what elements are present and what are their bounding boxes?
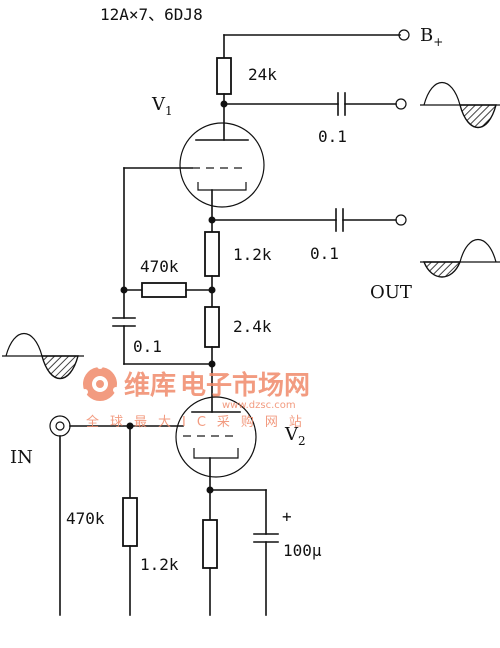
watermark-brand-tail: 电子市场网: [180, 370, 310, 401]
tube-v2: [175, 396, 257, 478]
supply-rail: [223, 34, 401, 59]
cap-k2-label: 100μ: [283, 541, 322, 560]
supply-label: B+: [420, 25, 443, 49]
resistor-cathode-upper-label: 1.2k: [233, 245, 272, 264]
input-jack-outer[interactable]: [49, 415, 71, 437]
supply-terminal: [398, 29, 410, 41]
resistor-cathode-lower: [204, 306, 220, 348]
watermark-tagline: 全球最大IC采购网站: [86, 414, 313, 430]
output-label: OUT: [370, 282, 412, 303]
waveform-output2: [420, 238, 500, 278]
waveform-input: [2, 332, 84, 380]
resistor-plate-label: 24k: [248, 65, 277, 84]
input-jack-inner: [55, 421, 65, 431]
watermark-logo-icon: [82, 363, 119, 401]
tube-v2-label: V2: [284, 424, 306, 448]
watermark-url: www.dzsc.com: [222, 400, 296, 411]
resistor-cathode2: [202, 519, 218, 569]
output1-terminal: [395, 98, 407, 110]
resistor-cathode2-label: 1.2k: [140, 555, 179, 574]
resistor-grid: [122, 497, 138, 547]
output2-terminal: [395, 214, 407, 226]
resistor-cathode-lower-label: 2.4k: [233, 317, 272, 336]
cap-out1-label: 0.1: [318, 127, 347, 146]
junction-plate2: [208, 360, 216, 368]
cap-k2-polarity: +: [282, 507, 292, 526]
resistor-bias-label: 470k: [140, 257, 179, 276]
resistor-cathode-upper: [204, 231, 220, 277]
input-label: IN: [10, 447, 33, 468]
output1-coupling: [223, 92, 397, 116]
tube-v1-label: V1: [151, 94, 173, 118]
resistor-bias: [141, 282, 187, 298]
output2-coupling: [211, 208, 397, 232]
tube-v1: [179, 122, 265, 208]
watermark-brand: 维库: [124, 370, 176, 401]
waveform-output1: [420, 81, 500, 129]
tube-type-title: 12A×7、6DJ8: [100, 5, 203, 24]
cap-grid-label: 0.1: [133, 337, 162, 356]
resistor-plate: [216, 57, 232, 95]
resistor-grid-label: 470k: [66, 509, 105, 528]
cap-out2-label: 0.1: [310, 244, 339, 263]
watermark: 维库 电子市场网 www.dzsc.com 全球最大IC采购网站: [82, 363, 313, 430]
